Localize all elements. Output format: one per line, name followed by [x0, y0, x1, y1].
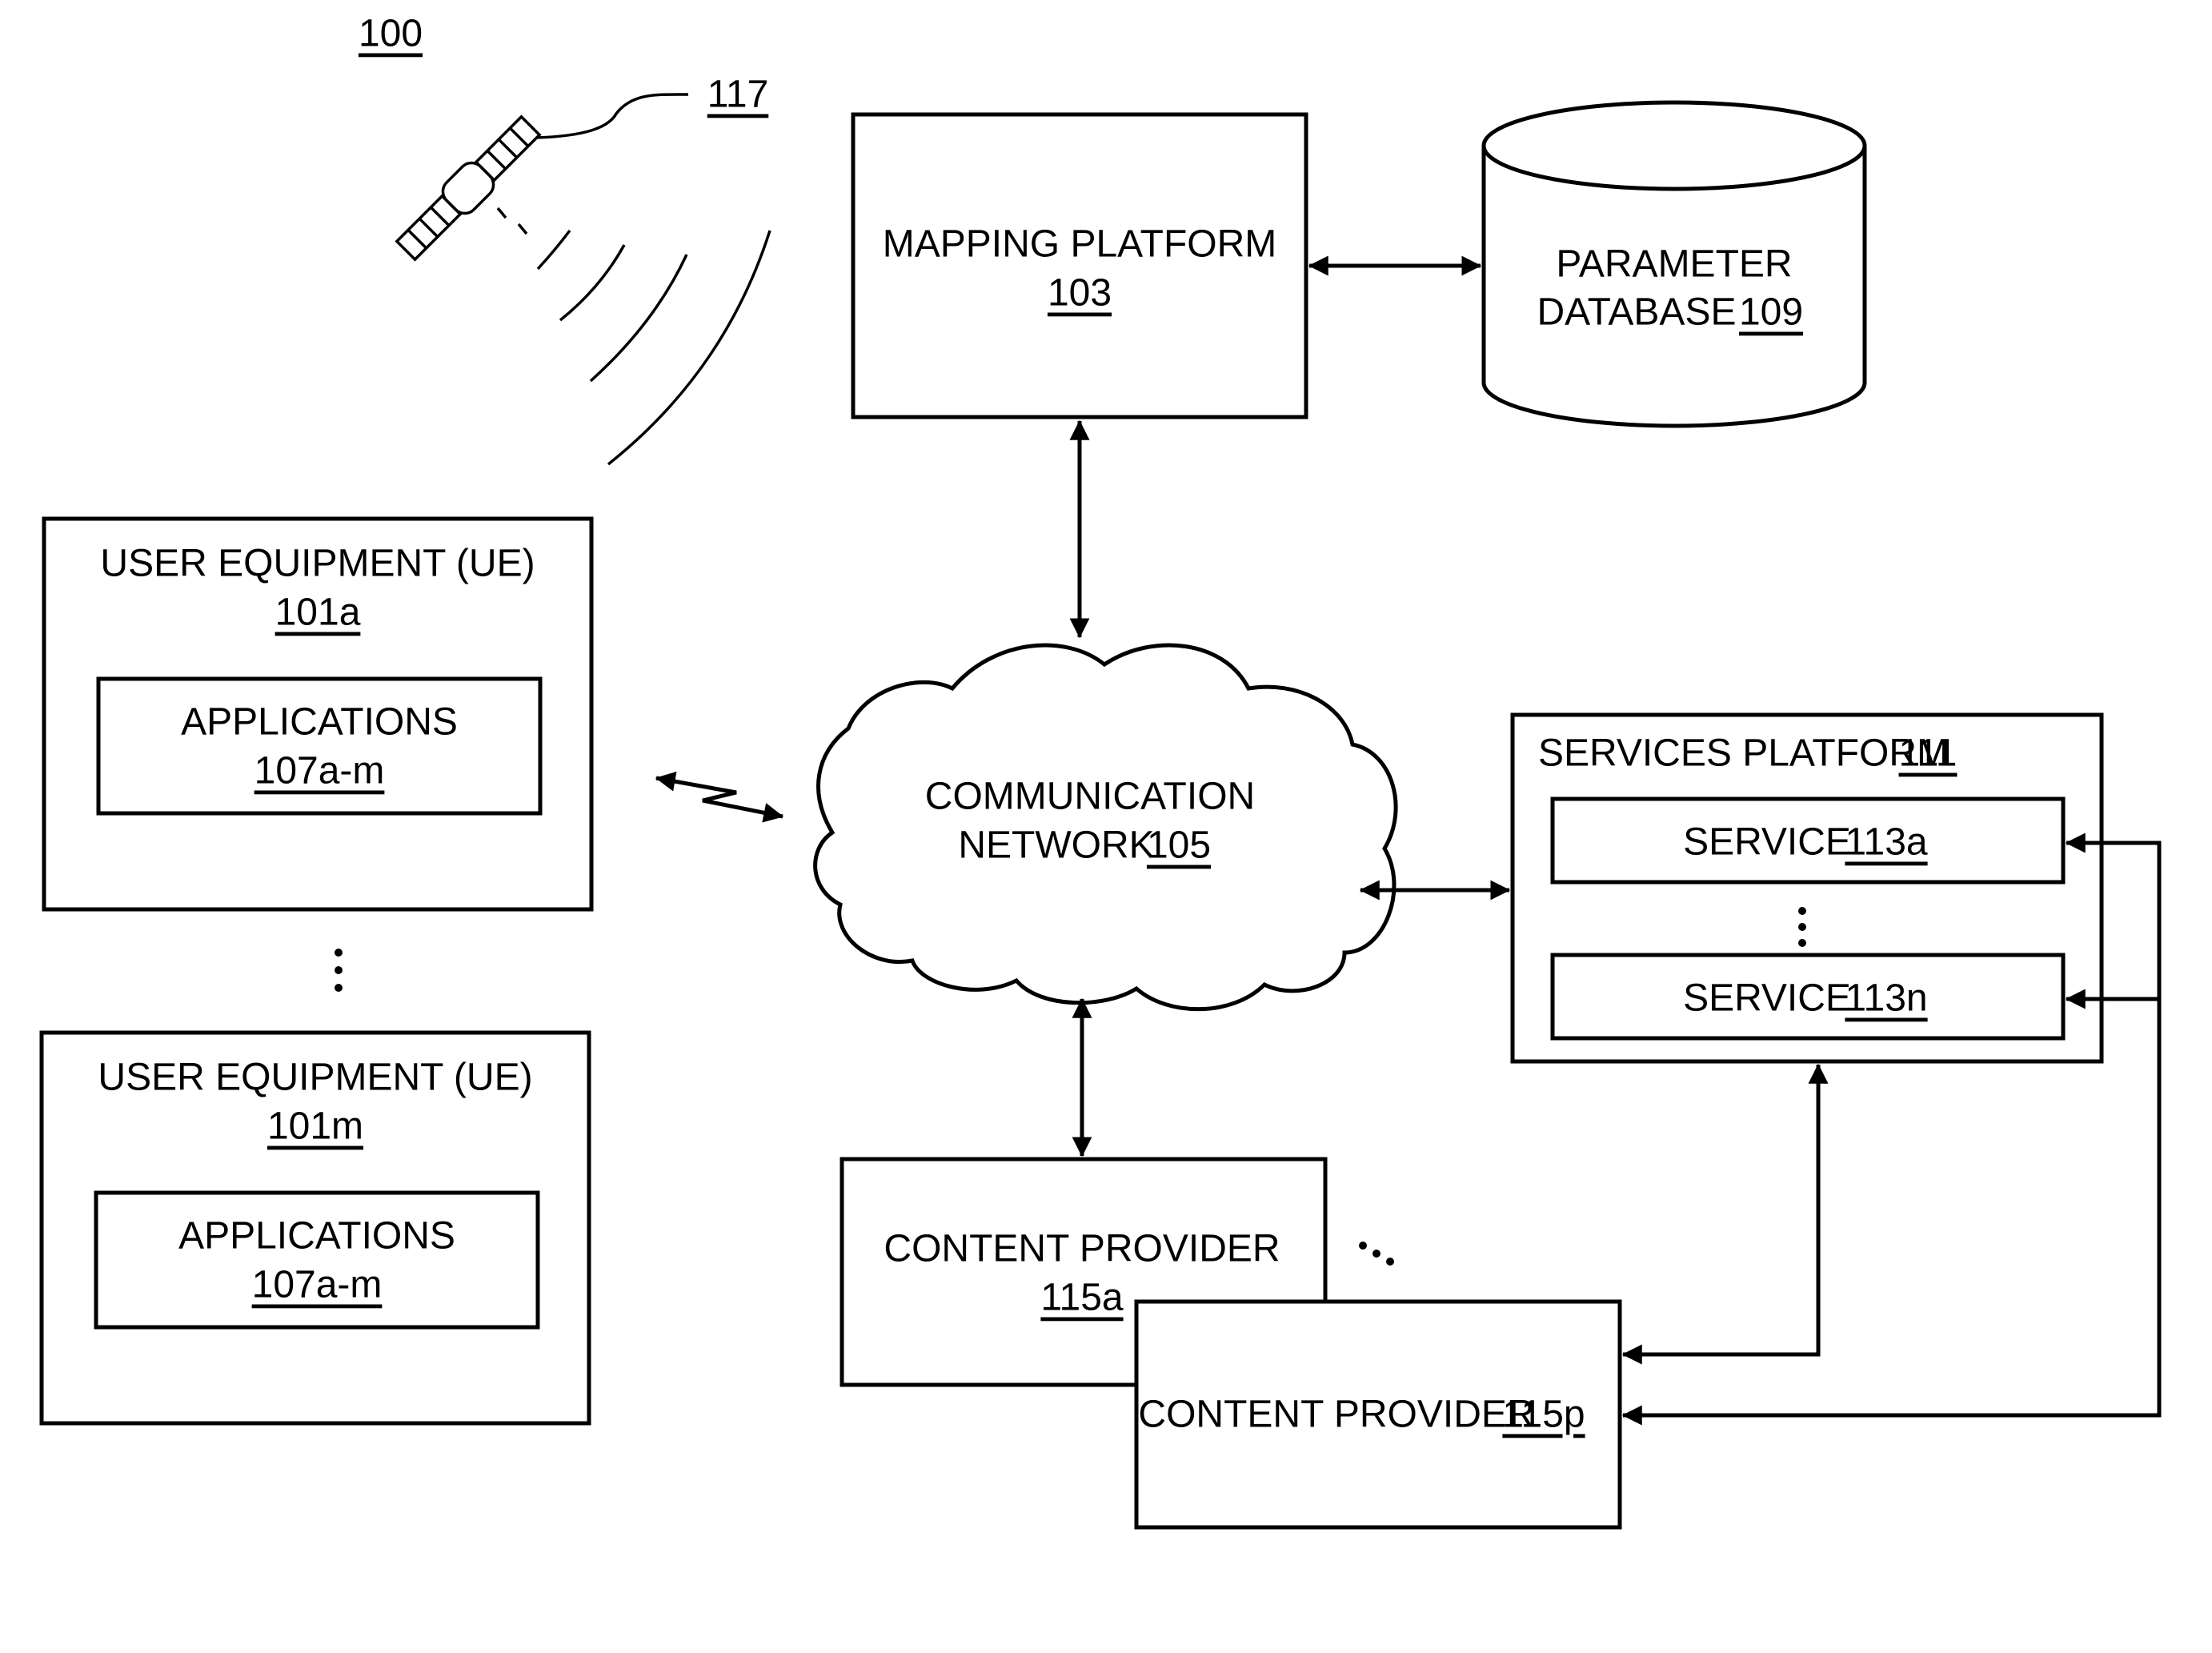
ue-a-name: USER EQUIPMENT (UE): [100, 543, 535, 585]
content-provider-p-ref: 115p: [1502, 1394, 1585, 1436]
satellite-icon: [392, 112, 544, 264]
content-provider-p: CONTENT PROVIDER 115p: [1136, 1302, 1620, 1527]
services-platform: SERVICES PLATFORM 111 SERVICE 113a SERVI…: [1513, 715, 2102, 1061]
user-equipment-a: USER EQUIPMENT (UE) 101a APPLICATIONS 10…: [44, 519, 591, 909]
ue-m-ref: 101m: [267, 1105, 363, 1148]
figure-number: 100: [359, 13, 423, 55]
parameter-database-line1: PARAMETER: [1556, 243, 1792, 286]
communication-network-cloud: COMMUNICATION NETWORK 105: [815, 645, 1396, 1009]
ue-m-applications-box: [96, 1193, 538, 1327]
ue-ellipsis: [335, 949, 343, 992]
ue-a-applications-name: APPLICATIONS: [181, 701, 458, 744]
user-equipment-m: USER EQUIPMENT (UE) 101m APPLICATIONS 10…: [42, 1033, 589, 1423]
services-platform-name: SERVICES PLATFORM: [1538, 732, 1949, 775]
content-provider-a-name: CONTENT PROVIDER: [884, 1228, 1280, 1270]
service-n-name: SERVICE: [1683, 977, 1851, 1020]
ue-a-ref: 101a: [275, 592, 361, 634]
services-platform-ref: 111: [1899, 732, 1958, 775]
parameter-database: PARAMETER DATABASE 109: [1484, 102, 1865, 426]
mapping-platform-ref: 103: [1048, 272, 1112, 315]
content-provider-a-ref: 115a: [1040, 1277, 1124, 1319]
service-a-ref: 113a: [1845, 821, 1928, 864]
ue-a-applications-box: [98, 679, 540, 813]
signal-arcs: [538, 231, 770, 464]
parameter-database-ref: 109: [1739, 291, 1803, 334]
ue-m-applications-name: APPLICATIONS: [178, 1215, 455, 1258]
network-ref: 105: [1147, 824, 1211, 867]
service-n-ref: 113n: [1845, 977, 1927, 1020]
content-provider-p-name: CONTENT PROVIDER: [1138, 1394, 1534, 1436]
service-a-name: SERVICE: [1683, 821, 1851, 864]
content-services-arrow: [1623, 1065, 1818, 1354]
network-line2: NETWORK: [958, 824, 1154, 867]
ue-a-applications-ref: 107a-m: [254, 750, 385, 792]
wireless-link-arrow: [656, 778, 783, 816]
mapping-platform-name: MAPPING PLATFORM: [883, 223, 1277, 266]
satellite-ref: 117: [707, 74, 769, 116]
satellite-leader-line: [536, 94, 688, 138]
content-provider-ellipsis: [1359, 1242, 1394, 1266]
mapping-platform: MAPPING PLATFORM 103: [853, 114, 1306, 417]
ue-m-applications-ref: 107a-m: [252, 1264, 383, 1306]
parameter-database-line2: DATABASE: [1537, 291, 1737, 334]
service-ellipsis: [1798, 907, 1806, 947]
network-line1: COMMUNICATION: [925, 776, 1255, 818]
ue-m-name: USER EQUIPMENT (UE): [98, 1057, 532, 1099]
